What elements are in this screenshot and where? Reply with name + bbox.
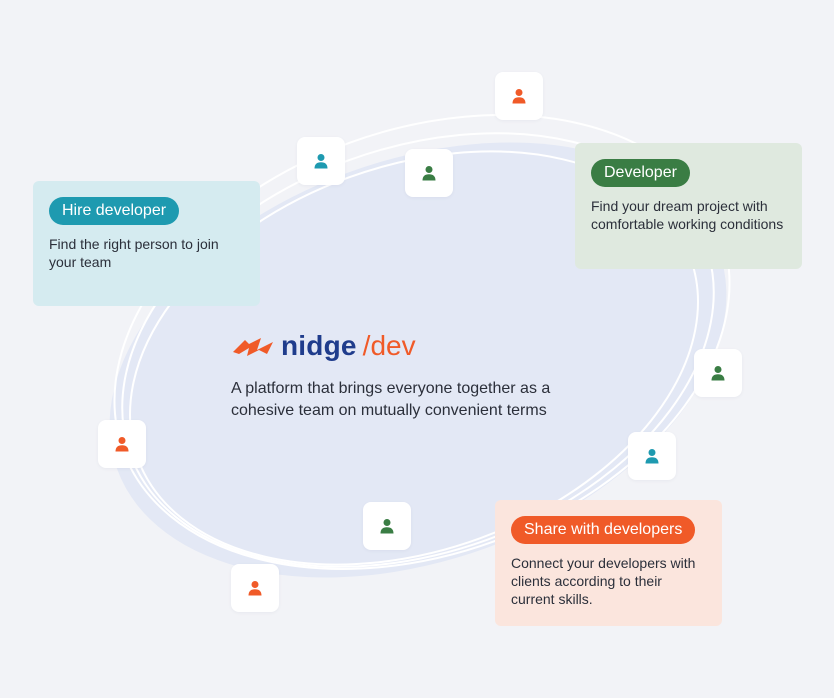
share-developers-text: Connect your developers with clients acc… [511, 555, 696, 607]
avatar [694, 349, 742, 397]
developer-pill: Developer [591, 159, 690, 187]
orbit-fill [109, 142, 727, 578]
developer-text: Find your dream project with comfortable… [591, 198, 784, 232]
person-icon [114, 436, 130, 452]
avatar [495, 72, 543, 120]
brand-name: nidge [281, 330, 357, 361]
avatar [405, 149, 453, 197]
person-icon [644, 448, 660, 464]
person-icon [313, 153, 329, 169]
hire-developer-card: Hire developer Find the right person to … [33, 181, 260, 306]
developer-card: Developer Find your dream project with c… [575, 143, 802, 269]
share-developers-card: Share with developers Connect your devel… [495, 500, 722, 626]
brand-slash: / [362, 330, 371, 361]
tagline: A platform that brings everyone together… [231, 380, 551, 419]
logo-mark-icon [233, 338, 273, 356]
person-icon [379, 518, 395, 534]
hire-developer-pill: Hire developer [49, 197, 180, 225]
person-icon [511, 88, 527, 104]
brand-suffix: dev [370, 330, 416, 361]
brand-logo: nidge / dev [231, 330, 416, 362]
avatar [231, 564, 279, 612]
hire-developer-text: Find the right person to join your team [49, 236, 219, 270]
person-icon [421, 165, 437, 181]
avatar [363, 502, 411, 550]
person-icon [710, 365, 726, 381]
share-developers-pill: Share with developers [511, 516, 696, 544]
avatar [297, 137, 345, 185]
person-icon [247, 580, 263, 596]
avatar [628, 432, 676, 480]
avatar [98, 420, 146, 468]
